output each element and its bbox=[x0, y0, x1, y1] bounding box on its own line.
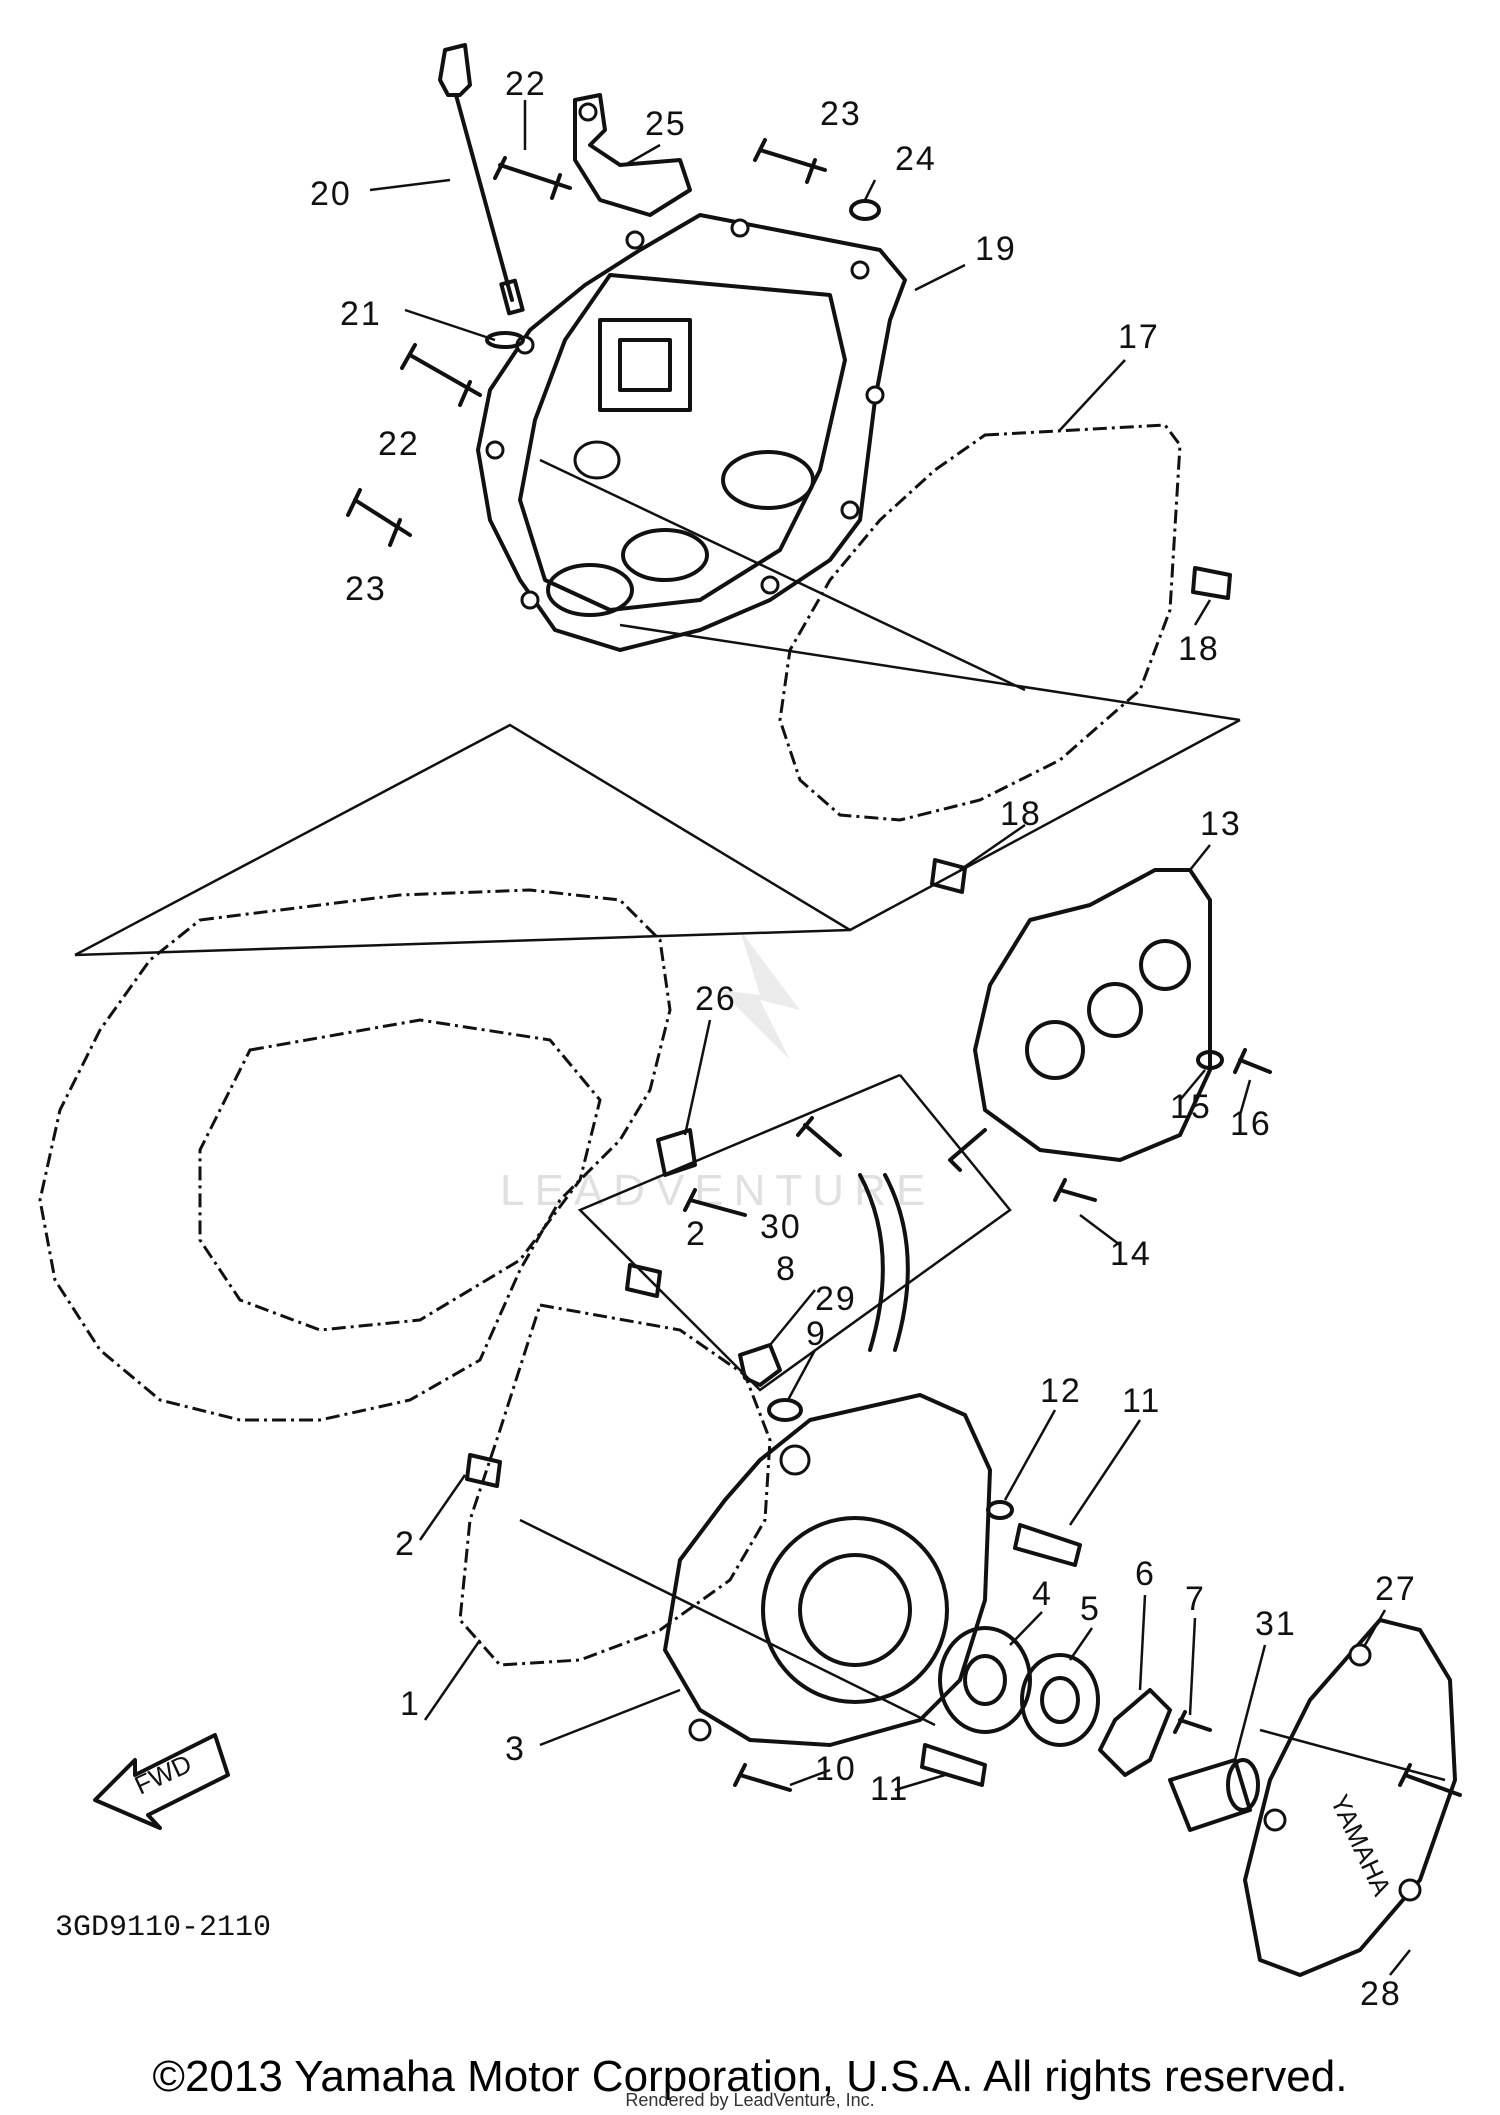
part-label-27: 27 bbox=[1375, 1570, 1417, 1608]
part-label-13: 13 bbox=[1200, 805, 1242, 843]
part-label-28: 28 bbox=[1360, 1975, 1402, 2013]
part-label-24: 24 bbox=[895, 140, 937, 178]
part-label-16: 16 bbox=[1230, 1105, 1272, 1143]
part-label-31: 31 bbox=[1255, 1605, 1297, 1643]
part-label-11a: 11 bbox=[1122, 1382, 1161, 1420]
gasket-lower bbox=[458, 1303, 772, 1667]
watermark-logo-icon bbox=[720, 930, 800, 1060]
copyright-text: ©2013 Yamaha Motor Corporation, U.S.A. A… bbox=[152, 2052, 1348, 2101]
part-label-5: 5 bbox=[1080, 1590, 1101, 1628]
dowel-pins-2 bbox=[465, 1263, 662, 1488]
cover-emblem: YAMAHA bbox=[1325, 1790, 1398, 1901]
part-label-7: 7 bbox=[1185, 1580, 1206, 1618]
oil-filler-plug bbox=[738, 1343, 803, 1422]
part-label-22b: 22 bbox=[378, 425, 420, 463]
callout-leaders bbox=[369, 100, 1411, 1976]
bolts-lower bbox=[733, 1500, 1082, 1792]
dowel-pins-18 bbox=[930, 566, 1232, 894]
crankcase-cover-upper bbox=[476, 213, 907, 652]
fwd-label: FWD bbox=[130, 1748, 196, 1800]
crankcase-reference bbox=[38, 888, 672, 1422]
part-label-25: 25 bbox=[645, 105, 687, 143]
part-label-18b: 18 bbox=[1000, 795, 1042, 833]
parts-diagram: LEADVENTURE bbox=[38, 43, 1462, 2013]
part-label-23a: 23 bbox=[820, 95, 862, 133]
diagram-code: 3GD9110-2110 bbox=[55, 1911, 271, 1945]
collar-26 bbox=[656, 1128, 747, 1217]
washer bbox=[849, 199, 881, 221]
gasket-upper bbox=[778, 423, 1182, 822]
part-label-2b: 2 bbox=[395, 1525, 416, 1563]
bolts-sprocket-cover bbox=[1053, 1048, 1272, 1202]
outer-cover: YAMAHA bbox=[1243, 1618, 1462, 1977]
part-label-22a: 22 bbox=[505, 65, 547, 103]
watermark: LEADVENTURE bbox=[500, 930, 925, 1215]
bearing-seal-set bbox=[938, 1626, 1260, 1832]
part-label-17: 17 bbox=[1118, 318, 1160, 356]
fwd-arrow-icon: FWD bbox=[93, 1733, 230, 1830]
part-label-12: 12 bbox=[1040, 1372, 1082, 1410]
part-label-26: 26 bbox=[695, 980, 737, 1018]
rendered-by-text: Rendered by LeadVenture, Inc. bbox=[625, 2090, 875, 2110]
part-label-23b: 23 bbox=[345, 570, 387, 608]
part-label-20: 20 bbox=[310, 175, 352, 213]
part-label-9: 9 bbox=[806, 1315, 827, 1353]
part-label-15: 15 bbox=[1170, 1088, 1212, 1126]
part-label-2a: 2 bbox=[686, 1215, 707, 1253]
projection-lines bbox=[74, 458, 1446, 1782]
crankcase-cover-lower bbox=[663, 1393, 992, 1747]
part-label-29: 29 bbox=[815, 1280, 857, 1318]
part-label-11b: 11 bbox=[870, 1770, 909, 1808]
part-label-18a: 18 bbox=[1178, 630, 1220, 668]
part-label-10: 10 bbox=[815, 1750, 857, 1788]
part-label-21: 21 bbox=[340, 295, 382, 333]
part-callouts: 1 2 2 3 4 5 6 7 8 9 10 11 11 12 13 14 15… bbox=[310, 65, 1417, 2013]
hose-29 bbox=[796, 1116, 910, 1352]
part-label-3: 3 bbox=[505, 1730, 526, 1768]
part-label-6: 6 bbox=[1135, 1555, 1156, 1593]
part-label-4: 4 bbox=[1032, 1575, 1053, 1613]
bracket bbox=[573, 93, 692, 217]
part-label-19: 19 bbox=[975, 230, 1017, 268]
sprocket-cover bbox=[948, 868, 1212, 1172]
part-label-8: 8 bbox=[776, 1250, 797, 1288]
o-ring bbox=[485, 331, 525, 349]
o-ring-9 bbox=[767, 1398, 803, 1422]
part-label-30: 30 bbox=[760, 1208, 802, 1246]
bolts-upper bbox=[346, 138, 881, 547]
washer-12 bbox=[986, 1500, 1014, 1520]
part-label-1: 1 bbox=[400, 1685, 421, 1723]
dipstick bbox=[438, 43, 525, 349]
